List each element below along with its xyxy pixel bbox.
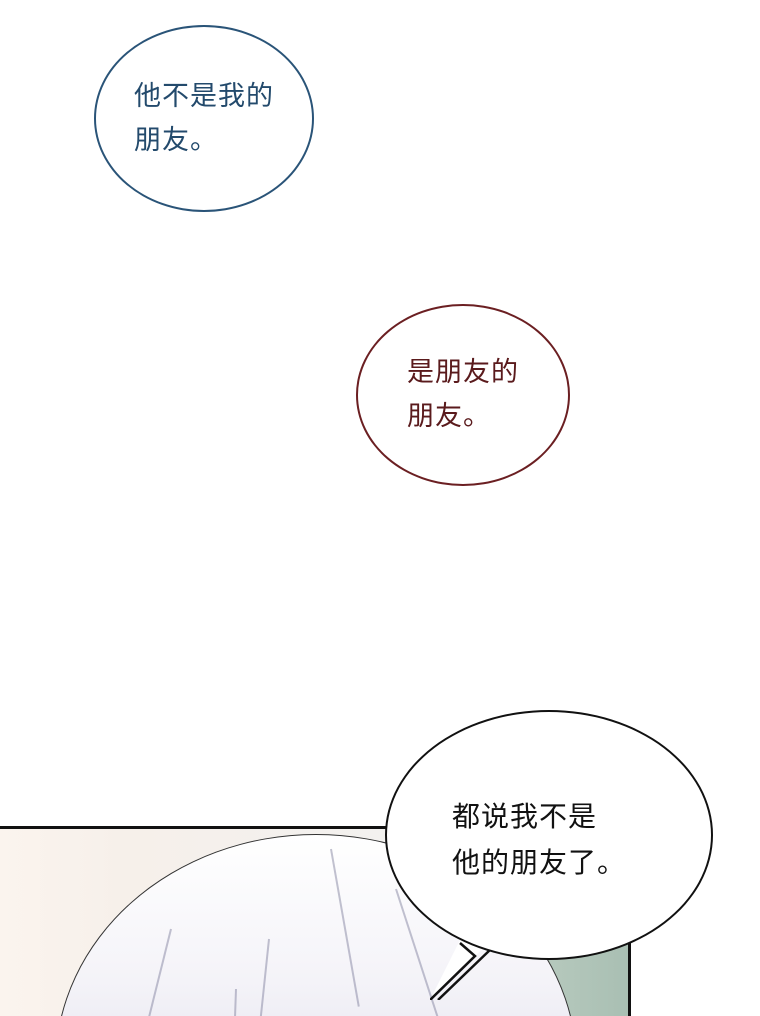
bubble-text: 是朋友的 朋友。 xyxy=(407,357,519,432)
bubble-tail xyxy=(430,940,493,1000)
speech-bubble-blue: 他不是我的 朋友。 xyxy=(94,25,314,212)
bubble-text: 都说我不是 他的朋友了。 xyxy=(451,800,626,879)
speech-bubble-body: 都说我不是 他的朋友了。 xyxy=(385,710,713,960)
speech-bubble-black: 都说我不是 他的朋友了。 xyxy=(385,710,715,1000)
speech-bubble-red: 是朋友的 朋友。 xyxy=(356,304,570,486)
bubble-text: 他不是我的 朋友。 xyxy=(134,80,274,156)
